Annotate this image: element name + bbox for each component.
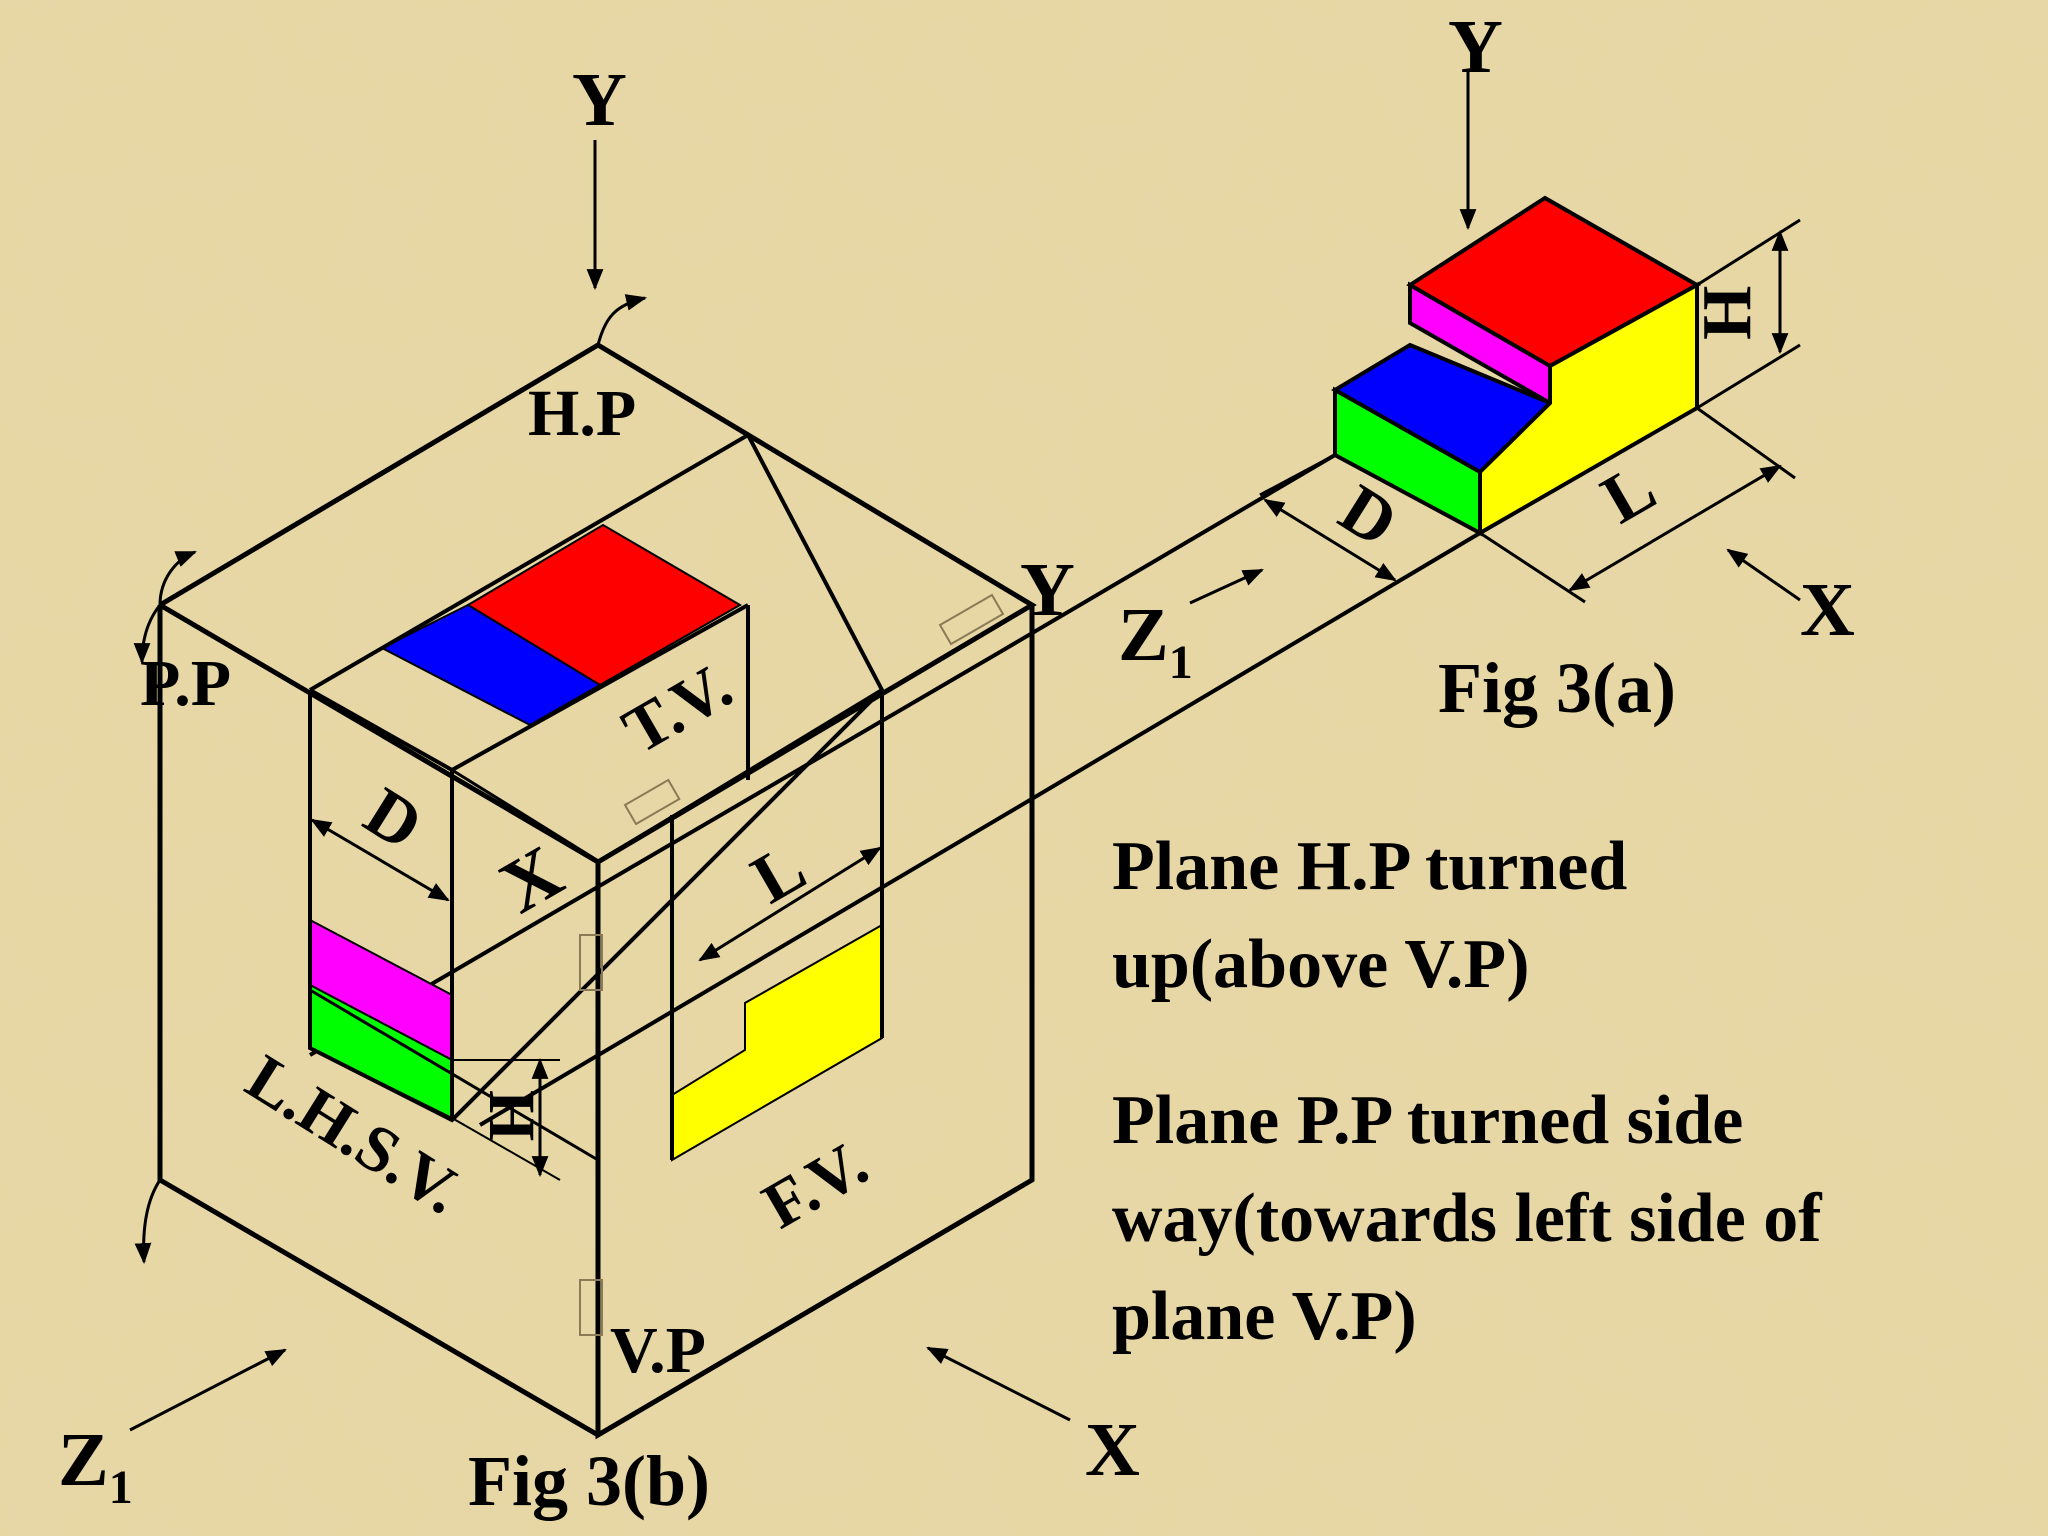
fv-yellow-face: [671, 923, 883, 1162]
note-line: plane V.P): [1112, 1278, 1417, 1355]
fig3b-z-axis-label: Z1: [58, 1418, 133, 1514]
fig3a-y-axis-label: Y: [1448, 5, 1503, 89]
pp-plane-label: P.P: [140, 647, 231, 720]
fig3b-l-dimension-label: L: [740, 829, 819, 919]
fig3b-y-axis-top-label: Y: [572, 58, 627, 142]
fig3a-z-axis-label: Z1: [1118, 593, 1193, 689]
note-line: Plane H.P turned: [1112, 828, 1628, 905]
fig3b-caption: Fig 3(b): [468, 1441, 710, 1521]
note-hp-turned: Plane H.P turned up(above V.P): [1112, 818, 1627, 1014]
fig-3b-projection-box: [129, 140, 1071, 1440]
vp-plane-label: V.P: [610, 1314, 706, 1387]
hinge-icon-1: [938, 593, 1005, 646]
hinge-icon-4: [579, 1279, 603, 1336]
note-line: Plane P.P turned side: [1112, 1082, 1744, 1159]
note-line: way(towards left side of: [1112, 1180, 1822, 1257]
tv-blue-face: [379, 603, 602, 727]
hp-plane-label: H.P: [528, 377, 636, 450]
fig3a-h-dimension-label: H: [1689, 286, 1766, 340]
fig3a-caption: Fig 3(a): [1438, 648, 1676, 728]
fig3b-h-dimension-label: H: [475, 1090, 548, 1141]
fig3b-x-center-label: X: [487, 830, 577, 930]
fv-view-label: F.V.: [751, 1127, 880, 1243]
fig3a-x-axis-label: X: [1800, 568, 1855, 652]
hinge-icon-3: [579, 934, 603, 991]
hinge-icon-2: [623, 778, 681, 826]
note-pp-turned: Plane P.P turned side way(towards left s…: [1112, 1072, 1822, 1366]
note-line: up(above V.P): [1112, 926, 1530, 1003]
fig3b-y-axis-right-label: Y: [1020, 548, 1075, 632]
fig3b-x-axis-label: X: [1085, 1408, 1140, 1492]
